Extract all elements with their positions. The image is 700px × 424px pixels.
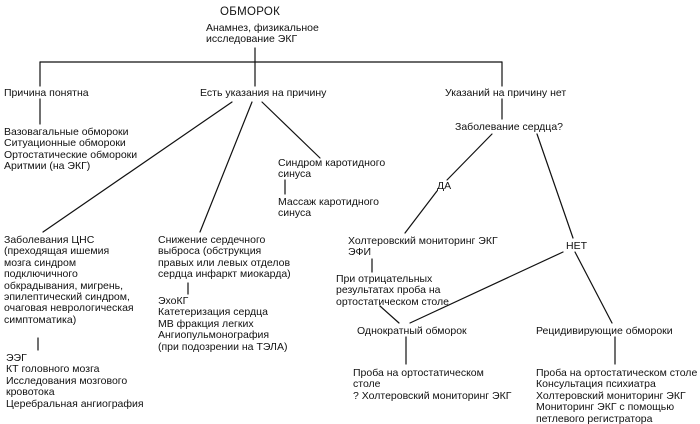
connector-negative-to-single	[379, 305, 400, 324]
carotid-massage: Массаж каротидного синуса	[278, 196, 379, 220]
cns-tests: ЭЭГ КТ головного мозга Исследования мозг…	[6, 352, 144, 410]
no-label: НЕТ	[566, 240, 587, 252]
cns-line: подключичного	[4, 268, 78, 281]
recurrent-test-item: Проба на ортостатическом столе	[536, 367, 698, 379]
cardiac-output-node: Снижение сердечного выброса (обструкция …	[158, 234, 291, 281]
connector-no-to-single	[409, 251, 564, 324]
carotid-line: Синдром каротидного	[278, 157, 386, 169]
cns-line: очаговая неврологическая	[4, 302, 134, 315]
cardiac-output-line: Снижение сердечного	[158, 234, 266, 246]
cardiac-output-line: сердца инфаркт миокарда)	[158, 268, 291, 281]
cause-clear-heading: Причина понятна	[4, 87, 89, 99]
cns-line: эпилептический синдром,	[4, 291, 130, 304]
recurrent-syncope-heading: Рецидивирующие обмороки	[536, 325, 673, 337]
holter-efi-line: ЭФИ	[348, 246, 372, 259]
recurrent-syncope-tests: Проба на ортостатическом столе Консульта…	[536, 367, 698, 424]
cns-node: Заболевания ЦНС (преходящая ишемия мозга…	[4, 234, 134, 326]
cause-clear-item: Ортостатические обмороки	[4, 148, 138, 161]
carotid-test-line: Массаж каротидного	[278, 196, 379, 208]
holter-efi-line: Холтеровский мониторинг ЭКГ	[348, 235, 498, 247]
cardiac-test-item: Ангиопульмонография	[158, 329, 270, 342]
connector-no-to-recurrent	[574, 251, 613, 324]
cns-line: симптоматика)	[4, 313, 77, 326]
carotid-test-line: синуса	[278, 207, 312, 220]
heart-disease-question: Заболевание сердца?	[455, 121, 563, 133]
single-test-item: ? Холтеровский мониторинг ЭКГ	[353, 389, 512, 402]
cardiac-output-tests: ЭхоКГ Катетеризация сердца МВ фракция ле…	[158, 295, 288, 353]
no-indications-heading: Указаний на причину нет	[445, 87, 567, 99]
cns-line: обкрадывания, мигрень,	[4, 279, 124, 292]
cardiac-output-line: выброса (обструкция	[158, 245, 262, 258]
single-syncope-heading: Однократный обморок	[357, 325, 467, 337]
cns-test-item: КТ головного мозга	[6, 363, 100, 376]
recurrent-test-item: петлевого регистратора	[536, 412, 653, 424]
recurrent-test-item: Консультация психиатра	[536, 378, 656, 391]
cns-test-item: кровотока	[6, 386, 55, 399]
cns-line: (преходящая ишемия	[4, 245, 110, 258]
cardiac-test-item: ЭхоКГ	[158, 295, 189, 307]
cns-line: мозга синдром	[4, 256, 77, 269]
connector-to-cns	[42, 101, 233, 233]
cardiac-test-item: МВ фракция легких	[158, 317, 254, 330]
cardiac-test-item: (при подозрении на ТЭЛА)	[158, 340, 288, 353]
has-indications-heading: Есть указания на причину	[200, 87, 327, 99]
connector-question-to-yes	[446, 133, 493, 181]
cardiac-output-line: правых или левых отделов	[158, 256, 291, 269]
single-test-item: Проба на ортостатическом	[353, 367, 484, 379]
single-test-item: столе	[353, 378, 381, 391]
single-syncope-tests: Проба на ортостатическом столе ? Холтеро…	[353, 367, 512, 402]
cns-test-item: ЭЭГ	[6, 352, 27, 364]
recurrent-test-item: Мониторинг ЭКГ с помощью	[536, 401, 675, 414]
cns-test-item: Церебральная ангиография	[6, 397, 144, 410]
holter-efi-node: Холтеровский мониторинг ЭКГ ЭФИ	[348, 235, 498, 259]
negative-results-line: При отрицательных	[336, 273, 433, 285]
connector-question-to-no	[536, 133, 574, 239]
cause-clear-item: Вазовагальные обмороки	[4, 126, 129, 138]
cns-test-item: Исследования мозгового	[6, 374, 128, 387]
diagram-title: ОБМОРОК	[220, 6, 281, 18]
negative-results-line: ортостатическом столе	[336, 295, 449, 308]
cns-line: Заболевания ЦНС	[4, 234, 95, 246]
recurrent-test-item: Холтеровский мониторинг ЭКГ	[536, 389, 686, 402]
root-line-1: Анамнез, физикальное	[206, 22, 319, 34]
connector-yes-to-holter	[404, 190, 438, 234]
cause-clear-item: Аритмии (на ЭКГ)	[4, 160, 91, 173]
carotid-line: синуса	[278, 168, 312, 181]
negative-results-line: результатах проба на	[336, 284, 441, 297]
connector-to-cardiac	[199, 101, 253, 233]
carotid-node: Синдром каротидного синуса	[278, 157, 386, 181]
cause-clear-list: Вазовагальные обмороки Ситуационные обмо…	[4, 126, 138, 173]
cardiac-test-item: Катетеризация сердца	[158, 306, 268, 319]
root-line-2: исследование ЭКГ	[206, 33, 298, 46]
cause-clear-item: Ситуационные обмороки	[4, 137, 126, 150]
yes-label: ДА	[437, 180, 452, 192]
connector-to-carotid	[261, 101, 321, 159]
negative-results-node: При отрицательных результатах проба на о…	[336, 273, 449, 308]
root-node: Анамнез, физикальное исследование ЭКГ	[206, 22, 319, 46]
